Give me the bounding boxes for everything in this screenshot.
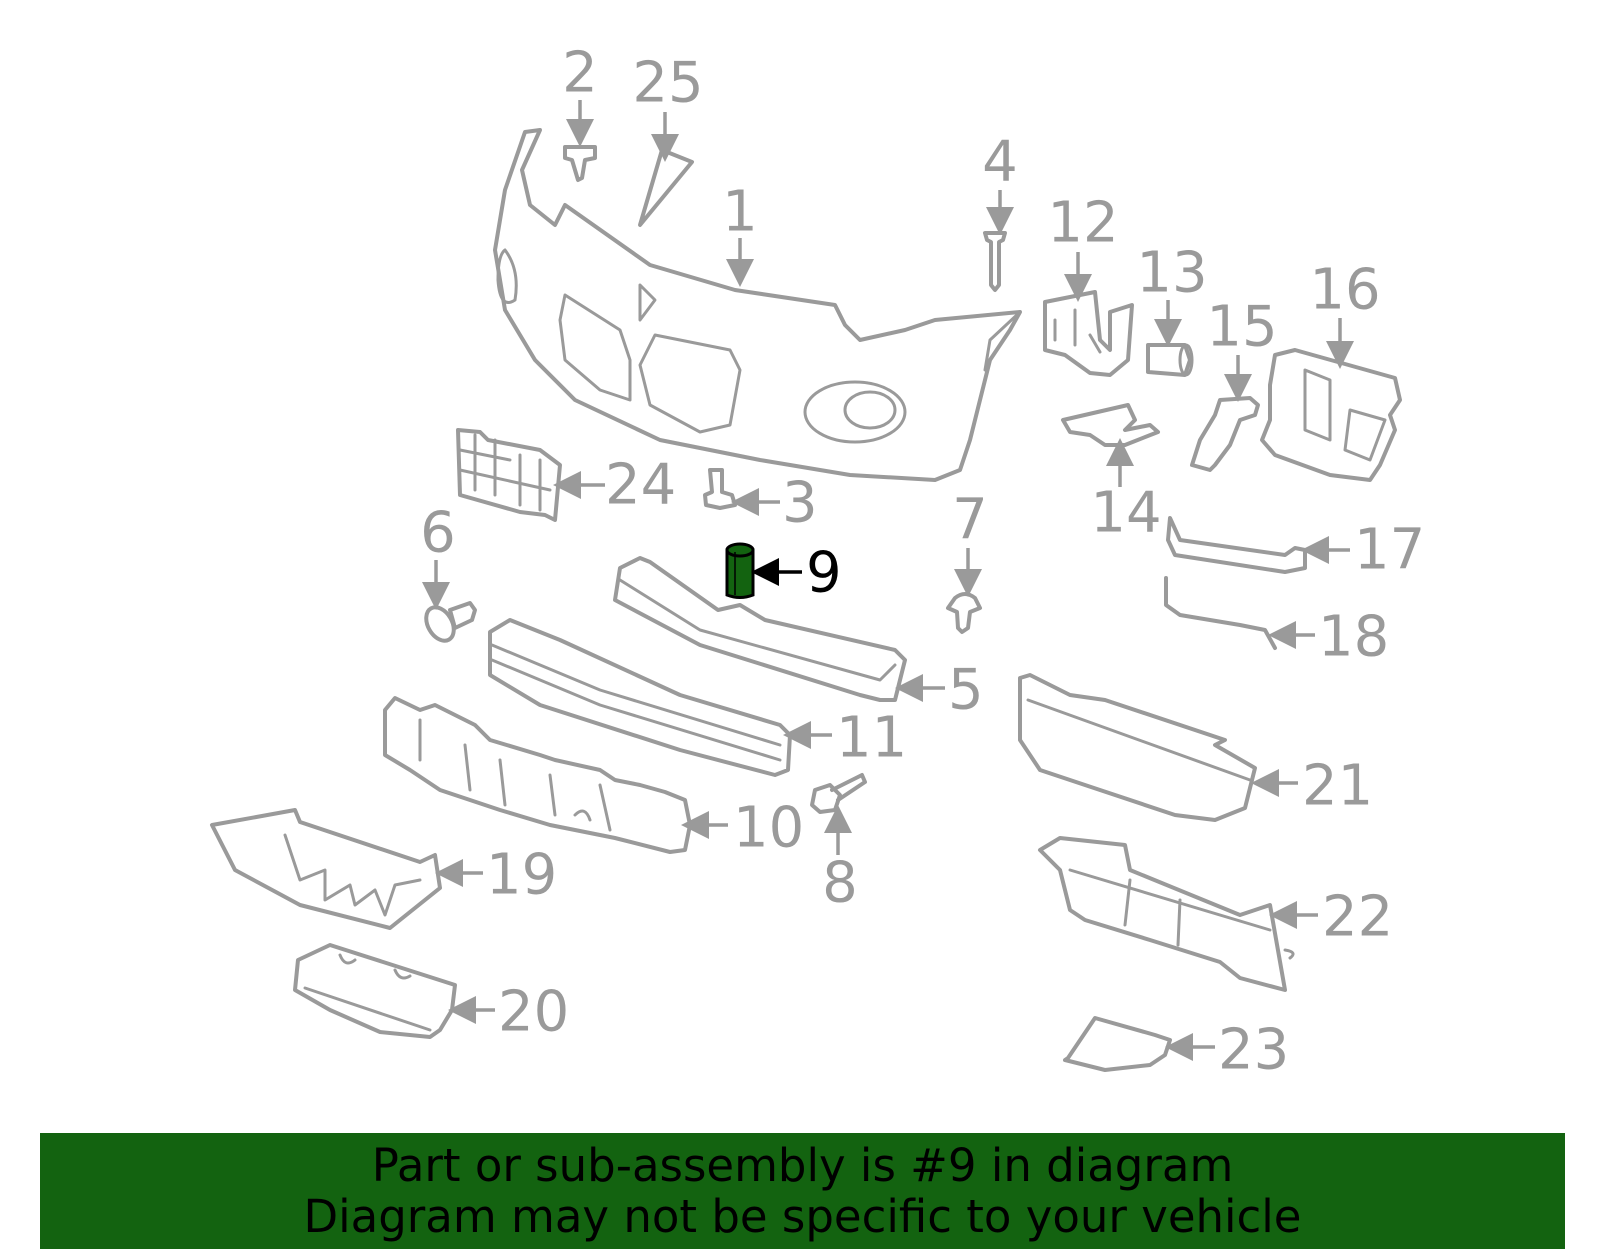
label-16: 16 (1309, 258, 1380, 323)
part-22-lower-bracket (1038, 836, 1295, 992)
label-9: 9 (806, 541, 842, 606)
label-12: 12 (1047, 191, 1118, 256)
part-5-reinforcement (613, 556, 907, 702)
part-7-pin (946, 592, 982, 634)
part-8-bolt (810, 773, 867, 814)
part-12-bracket (1043, 290, 1134, 377)
part-2-push-pin (563, 145, 597, 182)
label-22: 22 (1322, 885, 1393, 950)
label-1: 1 (722, 180, 758, 245)
part-1-bumper-cover (493, 128, 1022, 482)
label-6: 6 (420, 501, 456, 566)
label-21: 21 (1302, 754, 1373, 819)
part-18-rod (1164, 576, 1277, 650)
part-23-panel (1063, 1016, 1172, 1072)
part-10-absorber (383, 696, 692, 854)
banner-line-2: Diagram may not be specific to your vehi… (303, 1190, 1302, 1243)
label-15: 15 (1206, 295, 1277, 360)
label-5: 5 (948, 658, 984, 723)
label-10: 10 (733, 796, 804, 861)
banner-line-1: Part or sub-assembly is #9 in diagram (371, 1139, 1234, 1192)
label-17: 17 (1354, 518, 1425, 583)
label-25: 25 (632, 51, 703, 116)
callout-arrows (422, 100, 1354, 1061)
label-20: 20 (498, 980, 569, 1045)
part-3-screw (703, 468, 737, 510)
info-banner: Part or sub-assembly is #9 in diagram Di… (40, 1133, 1565, 1249)
part-24-vent (456, 428, 562, 522)
part-19-lower-grille (210, 808, 442, 930)
label-4: 4 (982, 130, 1018, 195)
part-11-impact-bar (488, 618, 792, 777)
label-7: 7 (952, 488, 988, 553)
label-23: 23 (1218, 1018, 1289, 1083)
part-15-support (1190, 396, 1260, 472)
label-18: 18 (1318, 605, 1389, 670)
part-25-emblem (638, 148, 694, 227)
label-11: 11 (836, 706, 907, 771)
part-20-lower-panel (293, 943, 457, 1039)
label-14: 14 (1090, 481, 1161, 546)
label-8: 8 (822, 851, 858, 916)
label-24: 24 (605, 453, 676, 518)
part-6-retainer (424, 601, 477, 643)
label-19: 19 (486, 843, 557, 908)
part-13-cap (1146, 343, 1194, 377)
label-3: 3 (782, 471, 818, 536)
callout-labels: 2 25 1 4 12 13 15 16 14 24 3 6 7 9 5 11 … (420, 41, 1425, 1083)
part-4-rivet (983, 231, 1007, 292)
part-16-housing (1260, 348, 1402, 482)
part-17-brace (1166, 516, 1307, 574)
part-21-deflector (1018, 673, 1257, 822)
label-2: 2 (562, 41, 598, 106)
part-14-bracket (1061, 403, 1160, 447)
part-9-spacer (725, 542, 755, 599)
label-13: 13 (1136, 241, 1207, 306)
